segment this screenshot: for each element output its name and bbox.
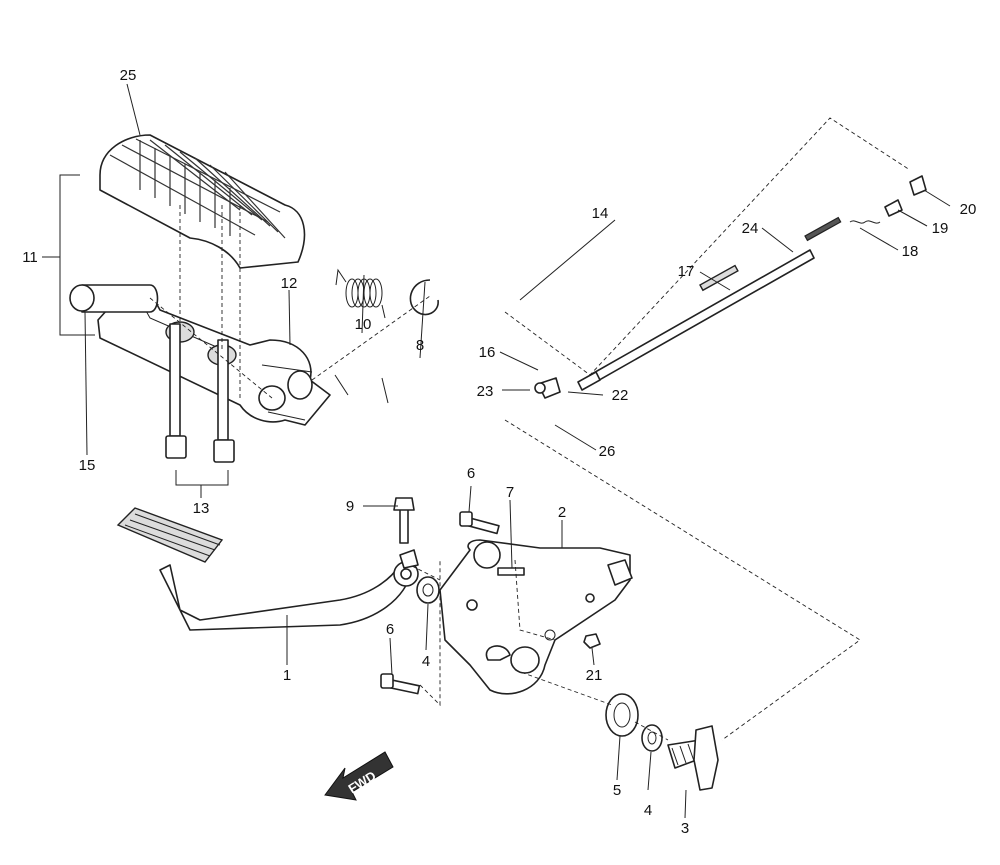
projection-lines xyxy=(149,117,911,741)
leader-lines xyxy=(42,83,951,819)
callout-22: 22 xyxy=(612,387,629,404)
bracket-line-13 xyxy=(175,470,229,486)
washer-lower-hole xyxy=(647,731,657,745)
callout-25: 25 xyxy=(120,67,137,84)
callout-9: 9 xyxy=(346,498,354,515)
pedal-bracket xyxy=(439,539,633,695)
pedal-bolt xyxy=(393,497,415,544)
callout-23: 23 xyxy=(477,383,494,400)
callout-20: 20 xyxy=(960,201,977,218)
callout-26: 26 xyxy=(599,443,616,460)
callout-15: 15 xyxy=(79,457,96,474)
callout-17: 17 xyxy=(678,263,695,280)
brake-cable xyxy=(534,175,927,399)
callout-3: 3 xyxy=(681,820,689,837)
callout-11: 11 xyxy=(22,249,38,266)
fwd-arrow-icon: FWD xyxy=(324,751,394,801)
bracket-line-11 xyxy=(59,174,95,336)
nut-21 xyxy=(583,633,601,649)
brake-arm-shaft xyxy=(667,725,719,791)
washer-upper xyxy=(416,576,440,604)
callout-5: 5 xyxy=(613,782,621,799)
washer-upper-hole xyxy=(422,583,434,597)
callout-12: 12 xyxy=(281,275,298,292)
callout-1: 1 xyxy=(283,667,291,684)
socket-bolts xyxy=(165,323,235,463)
washer-lower xyxy=(641,724,663,752)
footrest-pin xyxy=(69,284,159,313)
callout-4-lower: 4 xyxy=(644,802,652,819)
callout-16: 16 xyxy=(479,344,496,361)
brake-pedal xyxy=(116,507,419,631)
footrest-rubber xyxy=(99,134,306,269)
callout-18: 18 xyxy=(902,243,919,260)
callout-2: 2 xyxy=(558,504,566,521)
callout-8: 8 xyxy=(416,337,424,354)
screw-7 xyxy=(497,567,525,576)
callout-7: 7 xyxy=(506,484,514,501)
footrest-holder xyxy=(97,289,331,426)
bolt-upper xyxy=(459,511,500,535)
circlip xyxy=(605,693,639,737)
bolt-lower xyxy=(380,673,421,695)
callout-14: 14 xyxy=(592,205,609,222)
callout-19: 19 xyxy=(932,220,949,237)
callout-6-lower: 6 xyxy=(386,621,394,638)
callout-13: 13 xyxy=(193,500,210,517)
callout-10: 10 xyxy=(355,316,372,333)
callout-24: 24 xyxy=(742,220,759,237)
return-spring xyxy=(334,268,389,404)
callout-21: 21 xyxy=(586,667,603,684)
callout-6-upper: 6 xyxy=(467,465,475,482)
callout-4-upper: 4 xyxy=(422,653,430,670)
